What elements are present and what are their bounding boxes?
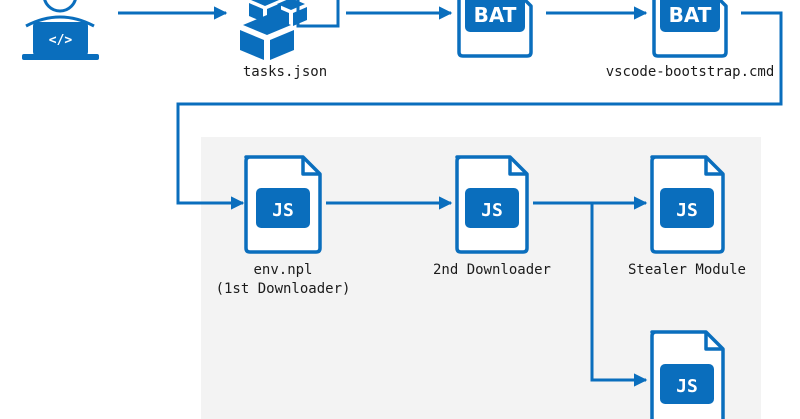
bat-badge: BAT [474, 3, 517, 27]
connectors [118, 6, 783, 387]
svg-text:JS: JS [481, 200, 503, 221]
downloader2-label: 2nd Downloader [432, 262, 551, 278]
bootstrap-label: vscode-bootstrap.cmd [605, 64, 775, 80]
env-js-file-icon: JS [244, 155, 322, 254]
bat-file-icon: BAT [457, 0, 533, 58]
downloader2-js-file-icon: JS [455, 155, 529, 254]
stealer-label: Stealer Module [627, 262, 746, 278]
module-js-file-icon: JS [650, 330, 725, 419]
arrow-2nd-downloader-to-module [590, 203, 648, 387]
svg-text:JS: JS [676, 376, 698, 397]
developer-laptop-icon: </> [22, 0, 99, 60]
svg-text:</>: </> [49, 33, 73, 48]
env-label: env.npl (1st Downloader) [215, 262, 351, 297]
bootstrap-badge: BAT [669, 3, 712, 27]
stealer-js-file-icon: JS [650, 155, 725, 254]
arrow-bootstrap-to-env [176, 11, 783, 210]
package-boxes-icon [240, 0, 340, 60]
tasks-label: tasks.json [242, 64, 328, 80]
svg-text:JS: JS [272, 200, 294, 221]
svg-text:JS: JS [676, 200, 698, 221]
bootstrap-file-icon: BAT [652, 0, 728, 58]
